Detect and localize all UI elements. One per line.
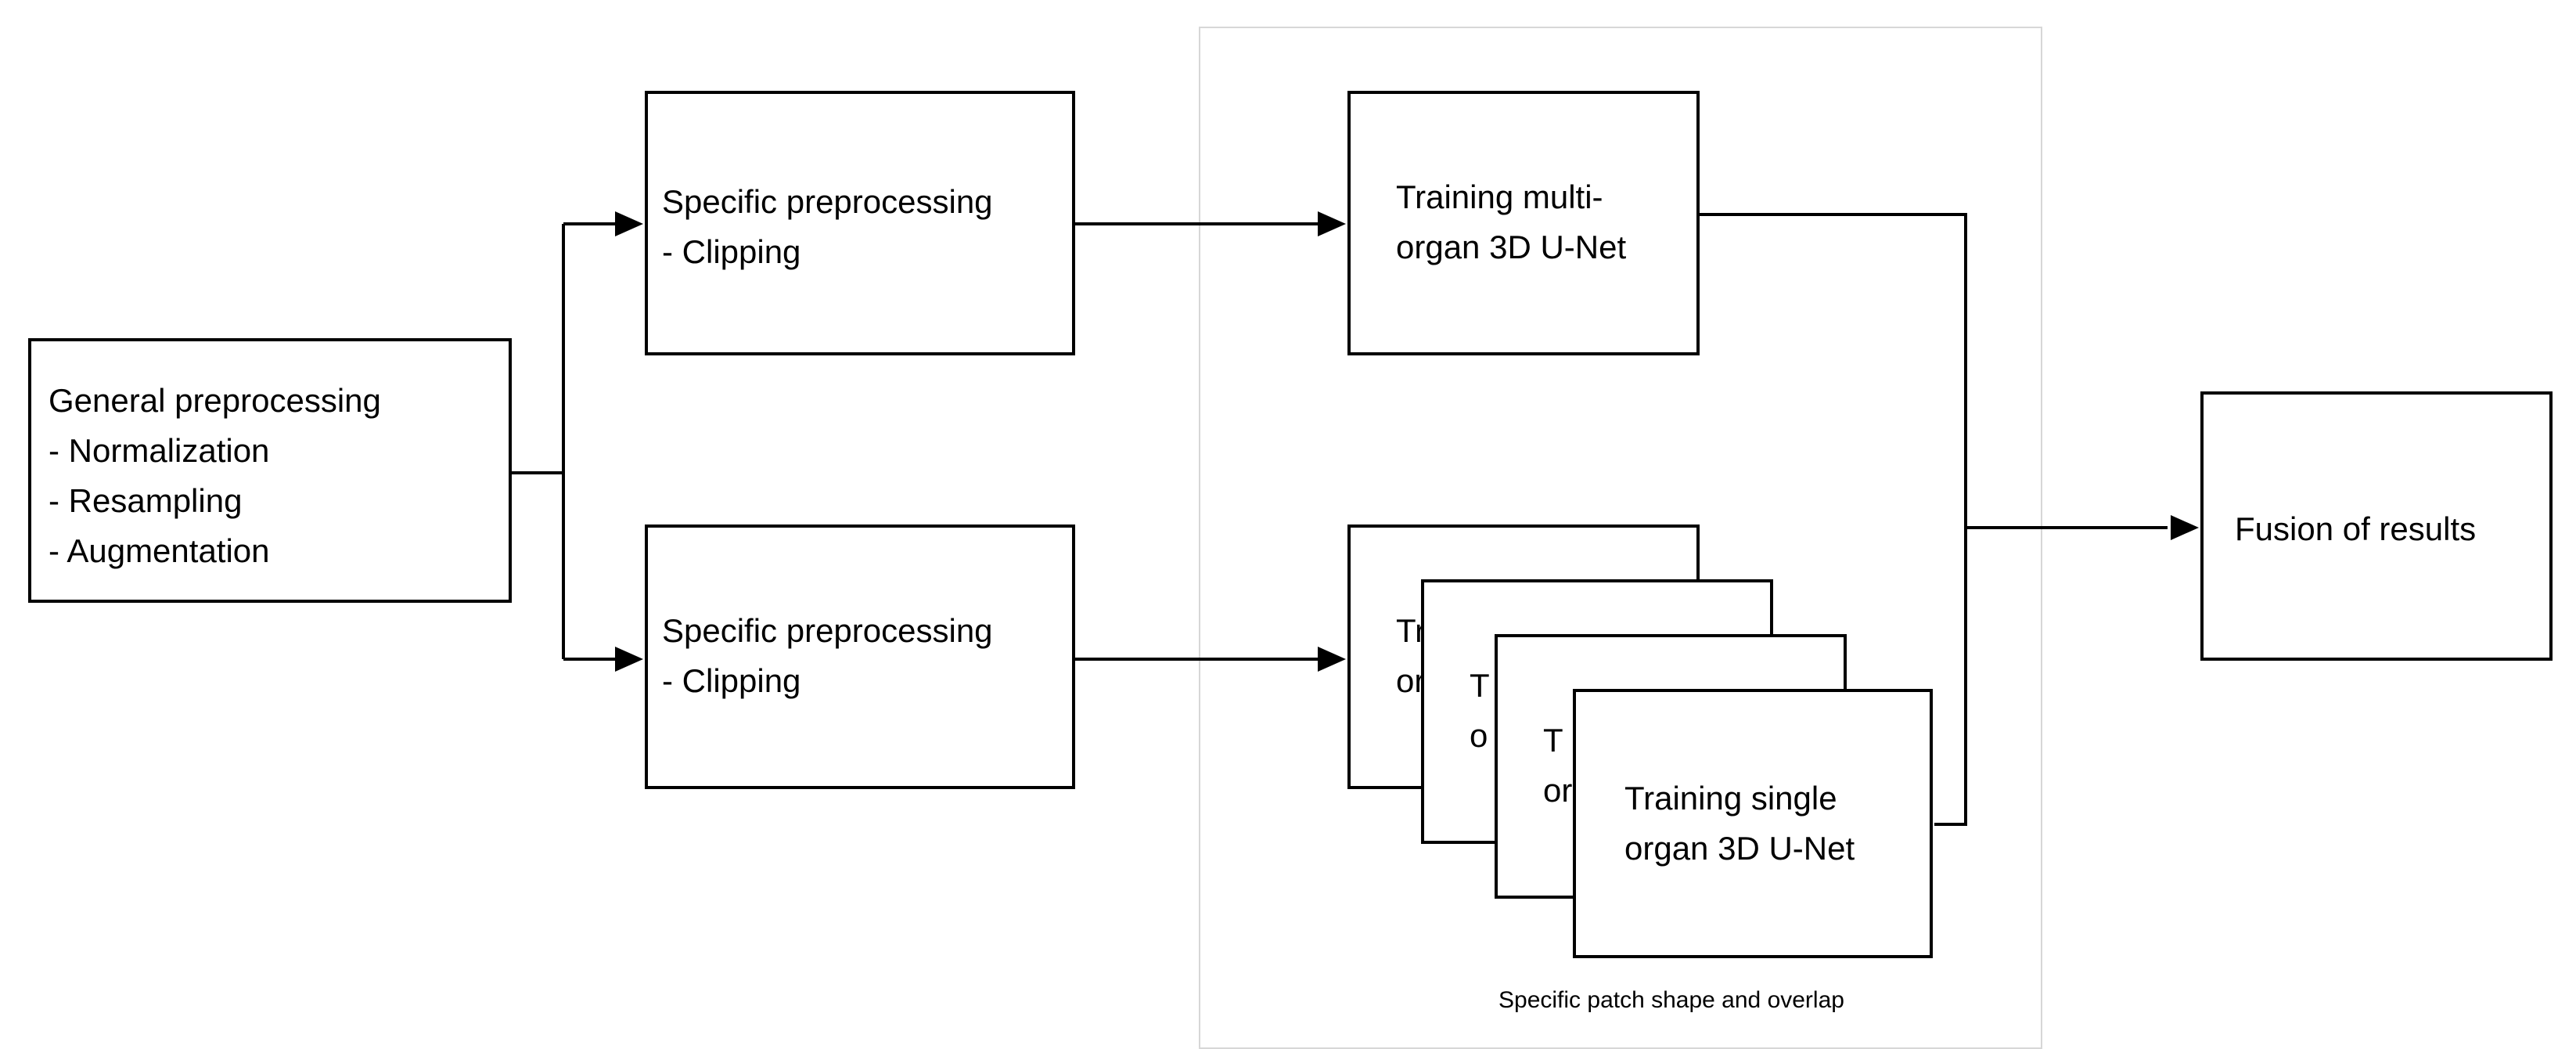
connector-training-multi-out bbox=[1698, 213, 1967, 528]
training-single-organ-fragment: Tr bbox=[1396, 612, 1427, 649]
training-multi-organ-line2: organ 3D U-Net bbox=[1396, 229, 1627, 265]
specific-preprocessing-title: Specific preprocessing bbox=[662, 612, 993, 649]
training-multi-organ-box: Training multi- organ 3D U-Net bbox=[1347, 91, 1700, 355]
arrowhead-fusion bbox=[2171, 515, 2199, 540]
arrowhead-specific-top bbox=[615, 211, 643, 236]
training-single-organ-fragment: o bbox=[1470, 717, 1488, 754]
fusion-box: Fusion of results bbox=[2200, 391, 2553, 661]
arrowhead-specific-bottom bbox=[615, 647, 643, 672]
specific-preprocessing-title: Specific preprocessing bbox=[662, 183, 993, 220]
training-single-organ-fragment: or bbox=[1543, 772, 1573, 809]
arrowhead-training-multi bbox=[1318, 211, 1346, 236]
training-single-organ-box: Training single organ 3D U-Net bbox=[1573, 689, 1933, 958]
general-preprocessing-item: - Augmentation bbox=[49, 532, 270, 569]
fusion-label: Fusion of results bbox=[2235, 510, 2477, 547]
training-single-organ-line2: organ 3D U-Net bbox=[1624, 830, 1855, 867]
specific-preprocessing-item: - Clipping bbox=[662, 662, 801, 699]
general-preprocessing-box: General preprocessing - Normalization - … bbox=[28, 338, 512, 603]
training-single-organ-fragment: T bbox=[1543, 722, 1563, 759]
group-caption: Specific patch shape and overlap bbox=[1498, 987, 1844, 1013]
general-preprocessing-item: - Resampling bbox=[49, 482, 243, 519]
training-single-organ-line1: Training single bbox=[1624, 780, 1837, 816]
specific-preprocessing-bottom-box: Specific preprocessing - Clipping bbox=[645, 524, 1075, 789]
training-multi-organ-line1: Training multi- bbox=[1396, 178, 1603, 215]
general-preprocessing-title: General preprocessing bbox=[49, 382, 381, 419]
general-preprocessing-item: - Normalization bbox=[49, 432, 270, 469]
connector-training-single-out bbox=[1934, 528, 1967, 826]
training-single-organ-fragment: or bbox=[1396, 662, 1426, 699]
specific-preprocessing-item: - Clipping bbox=[662, 233, 801, 270]
arrowhead-training-single bbox=[1318, 647, 1346, 672]
specific-preprocessing-top-box: Specific preprocessing - Clipping bbox=[645, 91, 1075, 355]
training-single-organ-fragment: T bbox=[1470, 667, 1490, 704]
